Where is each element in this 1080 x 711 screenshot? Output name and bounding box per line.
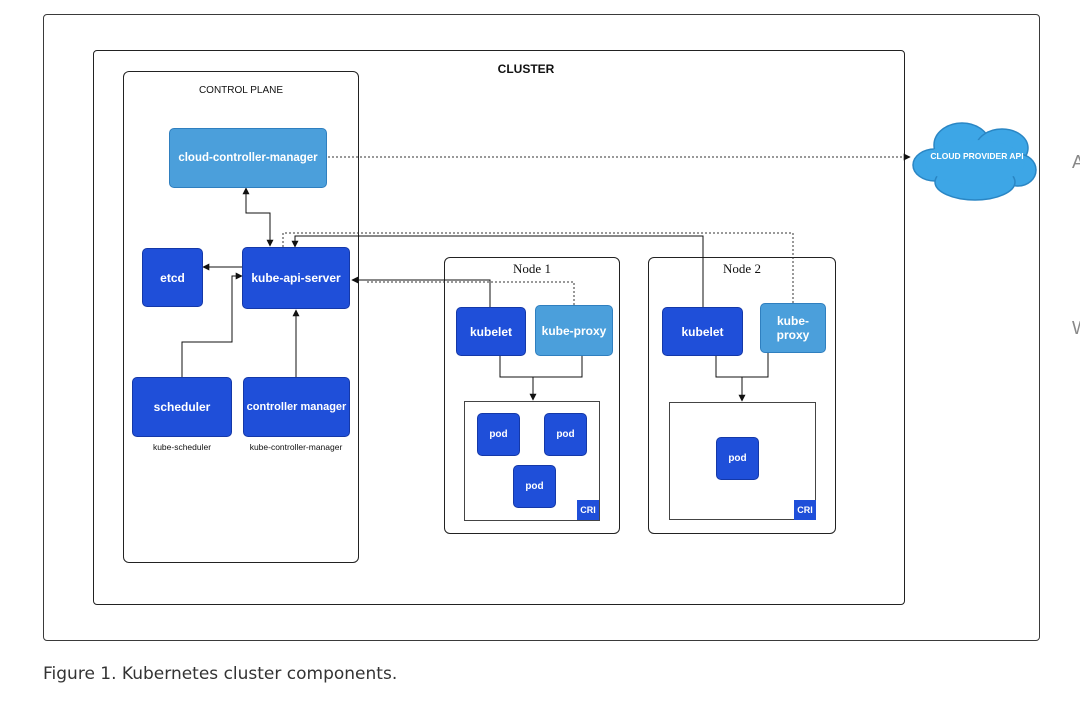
cloud-controller-manager-box: cloud-controller-manager	[169, 128, 327, 188]
cloud-shape	[912, 122, 1037, 201]
cluster-box	[93, 50, 905, 605]
edge-glyph-a: A	[1072, 152, 1080, 172]
node-2-kube-proxy-box: kube-proxy	[760, 303, 826, 353]
edge-n1-to-cri	[499, 356, 583, 378]
node-2-title: Node 2	[723, 261, 761, 276]
controller-manager-sublabel: kube-controller-manager	[249, 442, 343, 452]
node-2-kubelet-box: kubelet	[662, 307, 743, 356]
edge-n2-kubelet-api	[291, 235, 704, 307]
edge-ccm-api	[246, 190, 270, 246]
edge-n1-proxy-api	[365, 281, 575, 305]
figure-caption: Figure 1. Kubernetes cluster components.	[43, 664, 398, 684]
node-1-pod-3: pod	[513, 465, 556, 508]
etcd-box: etcd	[142, 248, 203, 307]
node-2-pod-1: pod	[716, 437, 759, 480]
scheduler-box: scheduler	[132, 377, 232, 437]
node-1-pod-1: pod	[477, 413, 520, 456]
node-1-cri-badge: CRI	[577, 500, 599, 520]
node-1-pod-2: pod	[544, 413, 587, 456]
cloud-provider-api-label: CLOUD PROVIDER API	[930, 151, 1024, 161]
edge-glyph-w: W	[1072, 318, 1080, 339]
edge-n2-proxy-api	[282, 232, 794, 303]
cluster-label: CLUSTER	[497, 62, 555, 76]
edge-ccm-api-path	[242, 187, 274, 247]
edge-n1-kubelet-api	[351, 276, 491, 307]
edge-scheduler-api	[181, 272, 243, 377]
controller-manager-box: controller manager	[243, 377, 350, 437]
kube-api-server-box: kube-api-server	[242, 247, 350, 309]
control-plane-label: CONTROL PLANE	[198, 85, 284, 96]
node-2-cri-badge: CRI	[794, 500, 816, 520]
edge-n2-to-cri	[715, 353, 769, 378]
node-1-kube-proxy-box: kube-proxy	[535, 305, 613, 356]
node-1-kubelet-box: kubelet	[456, 307, 526, 356]
node-1-title: Node 1	[513, 261, 551, 276]
scheduler-sublabel: kube-scheduler	[152, 442, 212, 452]
